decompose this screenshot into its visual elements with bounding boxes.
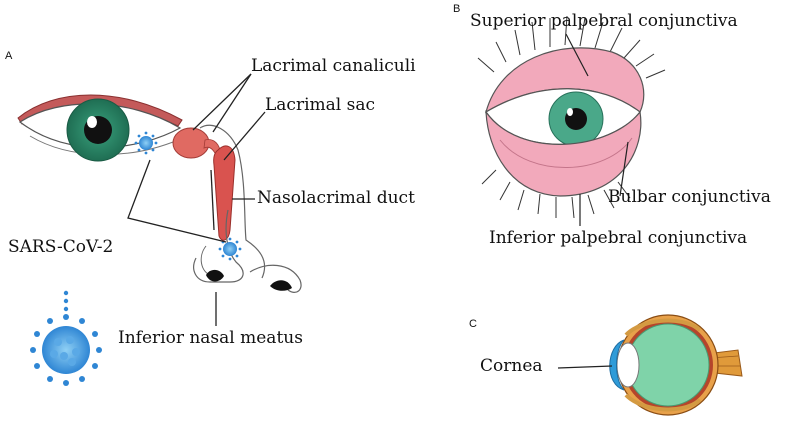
panel-letter-b: B <box>453 3 461 15</box>
label-inferior-nasal-meatus: Inferior nasal meatus <box>118 328 303 348</box>
upper-eyelashes <box>477 15 666 79</box>
nasolacrimal-duct-shape <box>213 145 236 241</box>
label-cornea: Cornea <box>480 356 543 376</box>
label-nasolacrimal-duct: Nasolacrimal duct <box>257 188 415 208</box>
panel-a-illustration <box>17 73 302 386</box>
cornea-leader <box>557 365 613 369</box>
panel-b-illustration <box>477 15 666 226</box>
panel-c-illustration <box>557 314 743 416</box>
panel-letter-c: C <box>469 318 477 330</box>
lower-eyelashes <box>481 169 631 219</box>
label-sars-cov-2: SARS-CoV-2 <box>8 237 114 257</box>
label-superior-palpebral-conjunctiva: Superior palpebral conjunctiva <box>470 11 738 31</box>
sars-cov-2-virus-icon <box>30 290 102 386</box>
nostril-right <box>270 280 292 291</box>
leader-lines-b <box>565 33 629 226</box>
panel-letter-a: A <box>5 50 13 62</box>
label-lacrimal-sac: Lacrimal sac <box>265 95 375 115</box>
label-inferior-palpebral-conjunctiva: Inferior palpebral conjunctiva <box>489 228 748 248</box>
leader-lines-a <box>127 73 266 326</box>
nostril-left <box>206 269 224 282</box>
cornea-shape <box>609 339 625 391</box>
label-lacrimal-canaliculi: Lacrimal canaliculi <box>251 56 416 76</box>
inferior-palpebral-conjunctiva-shape <box>485 109 642 197</box>
label-bulbar-conjunctiva: Bulbar conjunctiva <box>608 187 771 207</box>
virus-icon-eye <box>134 131 158 155</box>
lacrimal-sac-blob <box>172 127 210 159</box>
